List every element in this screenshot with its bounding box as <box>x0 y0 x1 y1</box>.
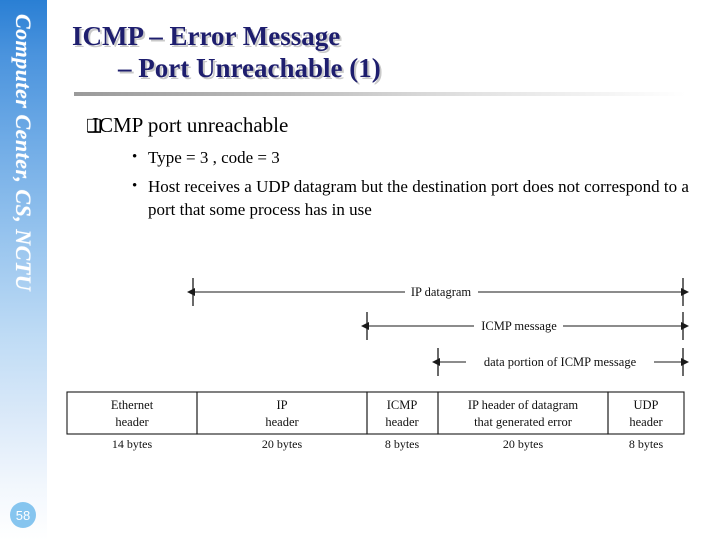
byte-count-label: 8 bytes <box>385 437 420 451</box>
title-divider <box>74 92 686 96</box>
bullet-level2-label: Type = 3 , code = 3 <box>148 148 280 167</box>
byte-count-label: 14 bytes <box>112 437 153 451</box>
slide-title-line-2: – Port Unreachable (1) <box>118 53 381 83</box>
header-box-label-line2: header <box>385 415 419 429</box>
byte-count-label: 8 bytes <box>629 437 664 451</box>
byte-count-label: 20 bytes <box>262 437 303 451</box>
bullet-level2-item: • Host receives a UDP datagram but the d… <box>60 175 700 221</box>
header-box-label-line1: UDP <box>633 398 658 412</box>
header-box-label-line1: Ethernet <box>111 398 154 412</box>
byte-count-label: 20 bytes <box>503 437 544 451</box>
page-number-badge: 58 <box>10 502 36 528</box>
header-box-label-line1: ICMP <box>387 398 418 412</box>
sidebar: Computer Center, CS, NCTU 58 <box>0 0 47 540</box>
bullet-level2-item: • Type = 3 , code = 3 <box>60 146 700 169</box>
span-ip-datagram: IP datagram <box>187 278 689 306</box>
header-box-label-line1: IP header of datagram <box>468 398 579 412</box>
span-label: ICMP message <box>481 319 557 333</box>
header-box <box>607 391 685 435</box>
header-box-row: Ethernet header IP header ICMP header IP… <box>66 391 685 451</box>
bullet-level1-label: ICMP port unreachable <box>92 113 289 137</box>
span-label: data portion of ICMP message <box>484 355 637 369</box>
header-box-label-line2: that generated error <box>474 415 573 429</box>
span-label: IP datagram <box>411 285 472 299</box>
span-icmp-message: ICMP message <box>361 312 689 340</box>
header-box-label-line1: IP <box>276 398 287 412</box>
header-box-label-line2: header <box>265 415 299 429</box>
bullet-level2-label: Host receives a UDP datagram but the des… <box>148 177 689 219</box>
slide-title-line-1: ICMP – Error Message <box>72 21 341 51</box>
dot-bullet-icon: • <box>132 149 138 165</box>
packet-layout-figure: IP datagram ICMP message data portion of… <box>0 270 720 460</box>
header-box-label-line2: header <box>115 415 149 429</box>
header-box-label-line2: header <box>629 415 663 429</box>
bullet-level1: ❑ ICMP port unreachable <box>60 112 700 138</box>
square-bullet-icon: ❑ <box>86 116 103 136</box>
slide-title: ICMP – Error Message – Port Unreachable … <box>72 20 692 84</box>
slide-body: ❑ ICMP port unreachable • Type = 3 , cod… <box>60 112 700 227</box>
span-data-portion: data portion of ICMP message <box>432 348 689 376</box>
dot-bullet-icon: • <box>132 178 138 194</box>
